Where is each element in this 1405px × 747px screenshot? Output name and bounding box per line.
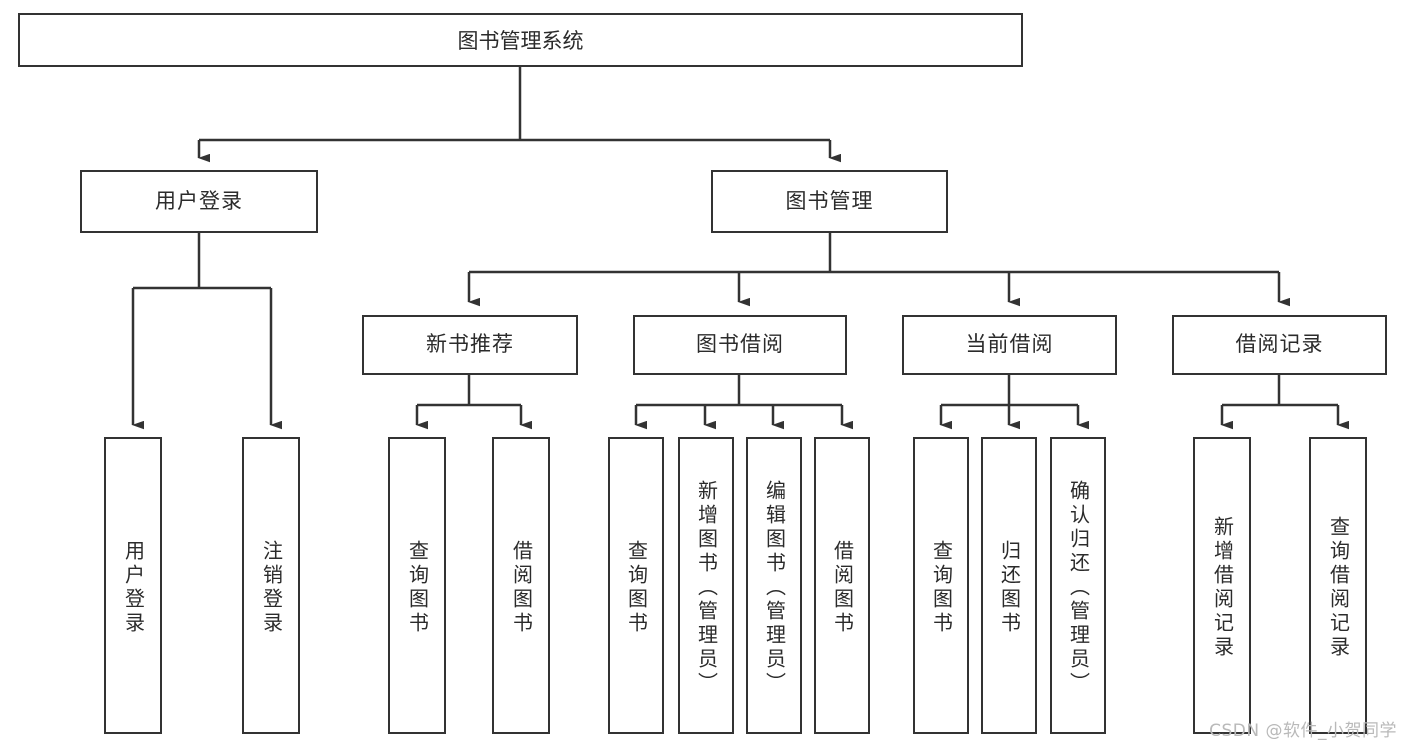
node-label: 编辑图书（管理员） bbox=[762, 479, 787, 696]
leaf-borrow-book[interactable]: 借阅图书 bbox=[814, 437, 870, 734]
leaf-query-book-current[interactable]: 查询图书 bbox=[913, 437, 969, 734]
node-label: 图书管理 bbox=[785, 188, 874, 213]
node-borrow-records[interactable]: 借阅记录 bbox=[1172, 315, 1387, 375]
leaf-borrow-book-recommend[interactable]: 借阅图书 bbox=[492, 437, 550, 734]
node-label: 图书借阅 bbox=[696, 332, 784, 357]
node-label: 借阅记录 bbox=[1235, 332, 1324, 357]
leaf-confirm-return-admin[interactable]: 确认归还（管理员） bbox=[1050, 437, 1106, 734]
node-label: 用户登录 bbox=[121, 539, 146, 636]
node-label: 确认归还（管理员） bbox=[1066, 479, 1091, 696]
leaf-return-book[interactable]: 归还图书 bbox=[981, 437, 1037, 734]
leaf-add-borrow-record[interactable]: 新增借阅记录 bbox=[1193, 437, 1251, 734]
node-book-borrow[interactable]: 图书借阅 bbox=[633, 315, 847, 375]
node-book-management[interactable]: 图书管理 bbox=[711, 170, 948, 233]
node-label: 当前借阅 bbox=[965, 332, 1054, 357]
node-label: 查询借阅记录 bbox=[1326, 515, 1351, 660]
leaf-logout[interactable]: 注销登录 bbox=[242, 437, 300, 734]
node-label: 新书推荐 bbox=[426, 332, 514, 357]
node-label: 归还图书 bbox=[997, 539, 1022, 636]
leaf-user-login[interactable]: 用户登录 bbox=[104, 437, 162, 734]
node-user-login[interactable]: 用户登录 bbox=[80, 170, 318, 233]
leaf-add-book-admin[interactable]: 新增图书（管理员） bbox=[678, 437, 734, 734]
node-current-borrow[interactable]: 当前借阅 bbox=[902, 315, 1117, 375]
node-label: 用户登录 bbox=[155, 188, 243, 213]
node-label: 查询图书 bbox=[929, 539, 954, 636]
leaf-query-book-recommend[interactable]: 查询图书 bbox=[388, 437, 446, 734]
node-label: 查询图书 bbox=[405, 539, 430, 636]
watermark-text: CSDN @软件_小贺同学 bbox=[1209, 721, 1397, 741]
leaf-query-borrow-record[interactable]: 查询借阅记录 bbox=[1309, 437, 1367, 734]
node-label: 新增图书（管理员） bbox=[694, 479, 719, 696]
node-root-system[interactable]: 图书管理系统 bbox=[18, 13, 1023, 67]
leaf-query-book-borrow[interactable]: 查询图书 bbox=[608, 437, 664, 734]
leaf-edit-book-admin[interactable]: 编辑图书（管理员） bbox=[746, 437, 802, 734]
node-new-book-recommend[interactable]: 新书推荐 bbox=[362, 315, 578, 375]
node-label: 借阅图书 bbox=[830, 539, 855, 636]
node-label: 查询图书 bbox=[624, 539, 649, 636]
node-label: 新增借阅记录 bbox=[1210, 515, 1235, 660]
node-label: 注销登录 bbox=[259, 539, 284, 636]
node-label: 借阅图书 bbox=[509, 539, 534, 636]
node-label: 图书管理系统 bbox=[457, 29, 584, 53]
